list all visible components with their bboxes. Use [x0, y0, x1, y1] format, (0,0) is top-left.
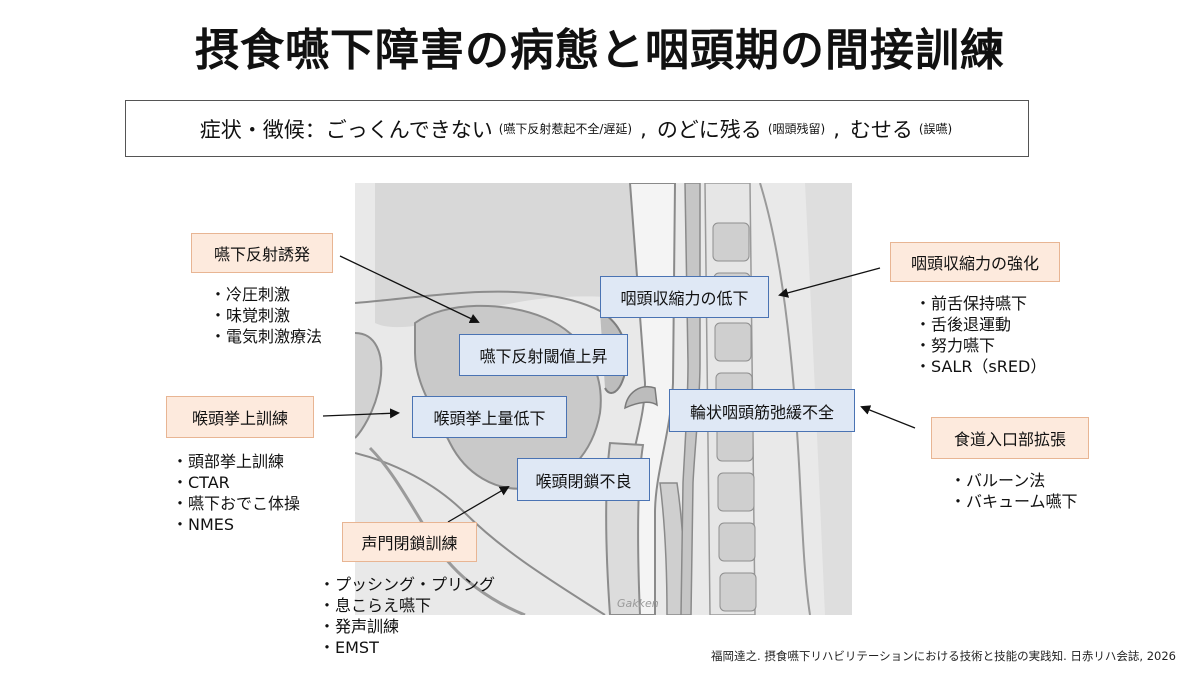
pathology-laryngeal-closure: 喉頭閉鎖不良	[517, 458, 650, 501]
list-reflex-induction: ・冷圧刺激 ・味覚刺激 ・電気刺激療法	[210, 284, 322, 347]
pathology-reflex-threshold: 嚥下反射閾値上昇	[459, 334, 628, 376]
citation: 福岡達之. 摂食嚥下リハビリテーションにおける技術と技能の実践知. 日赤リハ会誌…	[711, 649, 1176, 663]
symptom-note-1: (嚥下反射惹起不全/遅延)	[498, 122, 633, 136]
list-item: ・SALR（sRED）	[915, 357, 1047, 376]
symptom-separator-1: ,	[640, 116, 647, 141]
list-item: ・バキューム嚥下	[950, 492, 1078, 511]
symptom-note-2: (咽頭残留)	[767, 122, 826, 136]
list-item: ・冷圧刺激	[210, 285, 291, 304]
list-item: ・NMES	[172, 515, 235, 534]
list-item: ・舌後退運動	[915, 315, 1012, 334]
list-pharyngeal-strength: ・前舌保持嚥下 ・舌後退運動 ・努力嚥下 ・SALR（sRED）	[915, 293, 1046, 377]
training-laryngeal-elevation: 喉頭挙上訓練	[166, 396, 314, 438]
list-item: ・頭部挙上訓練	[172, 452, 285, 471]
list-item: ・EMST	[319, 638, 379, 657]
list-item: ・CTAR	[172, 473, 230, 492]
page-title: 摂食嚥下障害の病態と咽頭期の間接訓練	[195, 25, 1005, 76]
symptom-part-3: むせる	[849, 117, 913, 142]
pathology-pharyngeal-contraction: 咽頭収縮力の低下	[600, 276, 769, 318]
symptom-box: 症状・徴候：ごっくんできない (嚥下反射惹起不全/遅延) , のどに残る (咽頭…	[125, 100, 1029, 157]
symptom-note-3: (誤嚥)	[918, 122, 953, 136]
symptom-part-2: のどに残る	[656, 117, 762, 142]
list-item: ・前舌保持嚥下	[915, 294, 1028, 313]
list-item: ・プッシング・プリング	[319, 575, 496, 594]
pathology-laryngeal-elevation: 喉頭挙上量低下	[412, 396, 567, 438]
list-item: ・努力嚥下	[915, 336, 996, 355]
arrow-esophageal-entrance	[860, 405, 916, 429]
pathology-ues-relaxation: 輪状咽頭筋弛緩不全	[669, 389, 855, 432]
training-pharyngeal-strength: 咽頭収縮力の強化	[890, 242, 1060, 282]
list-esophageal-entrance: ・バルーン法 ・バキューム嚥下	[950, 470, 1078, 512]
training-reflex-induction: 嚥下反射誘発	[191, 233, 333, 273]
gakken-watermark: Gakken	[617, 597, 659, 610]
list-laryngeal-elevation: ・頭部挙上訓練 ・CTAR ・嚥下おでこ体操 ・NMES	[172, 451, 300, 535]
symptom-lead: 症状・徴候：ごっくんできない	[199, 117, 493, 142]
list-item: ・味覚刺激	[210, 306, 291, 325]
list-item: ・息こらえ嚥下	[319, 596, 432, 615]
list-glottic-closure: ・プッシング・プリング ・息こらえ嚥下 ・発声訓練 ・EMST	[319, 574, 495, 658]
training-glottic-closure: 声門閉鎖訓練	[342, 522, 477, 562]
list-item: ・発声訓練	[319, 617, 400, 636]
training-esophageal-entrance: 食道入口部拡張	[931, 417, 1089, 459]
list-item: ・バルーン法	[950, 471, 1046, 490]
list-item: ・嚥下おでこ体操	[172, 494, 301, 513]
symptom-separator-2: ,	[833, 116, 840, 141]
list-item: ・電気刺激療法	[210, 327, 323, 346]
